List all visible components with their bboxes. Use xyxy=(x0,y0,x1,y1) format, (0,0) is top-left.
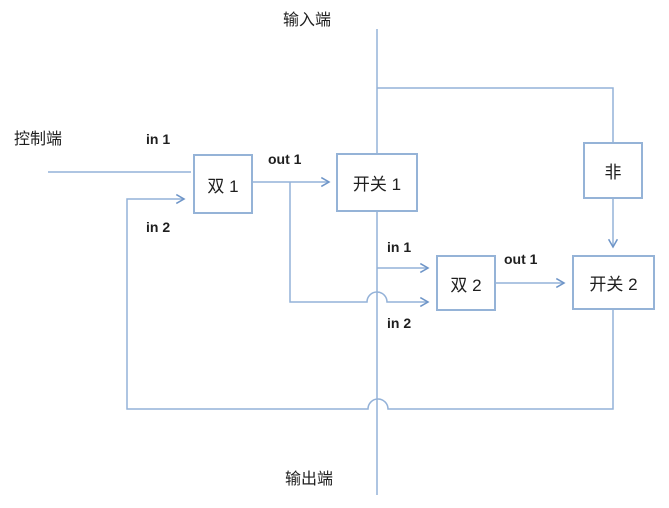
connectors xyxy=(48,29,619,495)
dual1-in1-label: in 1 xyxy=(146,131,171,147)
connector-switch2-feedback-to-dual1-in2 xyxy=(126,193,614,410)
input-terminal-label: 输入端 xyxy=(283,12,332,29)
block-not-label: 非 xyxy=(604,163,622,182)
block-dual2: 双 2 xyxy=(436,255,496,311)
connector-input-to-not xyxy=(377,87,614,142)
block-switch2-label: 开关 2 xyxy=(589,275,638,294)
connector-dual1-branch-to-dual2-in2 xyxy=(289,182,430,308)
block-dual1: 双 1 xyxy=(193,154,253,214)
dual1-in2-label: in 2 xyxy=(146,219,171,235)
dual1-out1-label: out 1 xyxy=(268,151,302,167)
output-terminal-label: 输出端 xyxy=(285,471,334,488)
block-switch1-label: 开关 1 xyxy=(352,175,402,194)
block-not: 非 xyxy=(583,142,643,199)
block-dual2-label: 双 2 xyxy=(450,275,482,295)
block-dual1-label: 双 1 xyxy=(207,176,239,196)
dual2-in2-label: in 2 xyxy=(387,315,412,331)
control-terminal-label: 控制端 xyxy=(14,131,63,148)
dual2-out1-label: out 1 xyxy=(504,251,538,267)
block-switch1: 开关 1 xyxy=(336,153,418,212)
block-switch2: 开关 2 xyxy=(572,255,655,310)
dual2-in1-label: in 1 xyxy=(387,239,412,255)
